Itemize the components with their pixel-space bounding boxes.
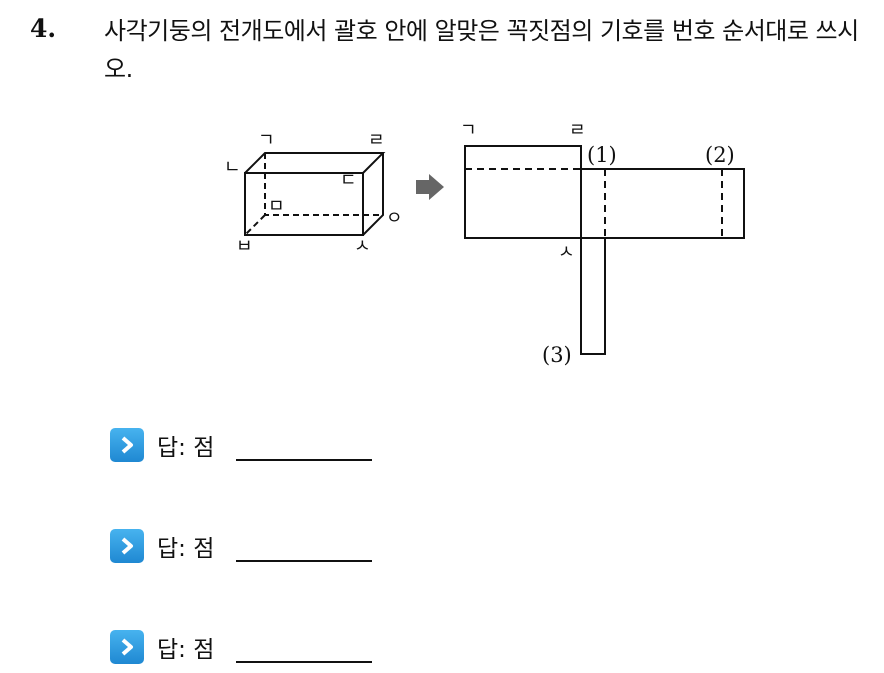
blank-1: (1) <box>587 143 617 167</box>
answer-label: 답: 점 <box>157 435 215 461</box>
prism-front-face <box>244 172 364 236</box>
answer-row-1: 답: 점 <box>110 425 372 465</box>
answer-label: 답: 점 <box>157 536 215 562</box>
answer-row-3: 답: 점 <box>110 627 372 667</box>
label-g: ㄱ <box>258 130 275 151</box>
prism-side-face <box>362 153 384 236</box>
chevron-right-icon <box>110 428 144 462</box>
prism-top-face <box>244 152 386 174</box>
answer-label: 답: 점 <box>157 637 215 663</box>
net-label-g: ㄱ <box>460 120 477 141</box>
label-n: ㄴ <box>224 157 241 178</box>
label-d: ㄷ <box>340 170 357 191</box>
answer-blank-3[interactable] <box>236 661 372 663</box>
net-bottom-strip <box>580 238 606 355</box>
prism-figure: ㄱ ㄹ ㄴ ㄷ ㅁ ㅇ ㅂ ㅅ ㄱ ㄹ ㅅ (1) (2) (3) <box>224 120 745 367</box>
net-strip <box>581 168 745 239</box>
label-m: ㅁ <box>268 196 285 217</box>
label-s: ㅅ <box>354 236 371 257</box>
answer-blank-1[interactable] <box>236 459 372 461</box>
net-face-top <box>464 145 582 239</box>
answer-blank-2[interactable] <box>236 560 372 562</box>
net-label-r: ㄹ <box>569 120 586 141</box>
blank-2: (2) <box>705 143 735 167</box>
chevron-right-icon <box>110 630 144 664</box>
net-label-s: ㅅ <box>558 242 575 263</box>
label-o: ㅇ <box>386 208 403 229</box>
label-b: ㅂ <box>236 236 253 257</box>
label-r: ㄹ <box>368 130 385 151</box>
blank-3: (3) <box>542 343 572 367</box>
answer-row-2: 답: 점 <box>110 526 372 566</box>
question-number: 4. <box>30 14 57 43</box>
question-text: 사각기둥의 전개도에서 괄호 안에 알맞은 꼭짓점의 기호를 번호 순서대로 쓰… <box>104 17 859 83</box>
chevron-right-icon <box>110 529 144 563</box>
arrow-icon <box>416 174 444 200</box>
net-fold-lines <box>465 168 723 238</box>
prism-hidden-edges <box>244 153 383 236</box>
